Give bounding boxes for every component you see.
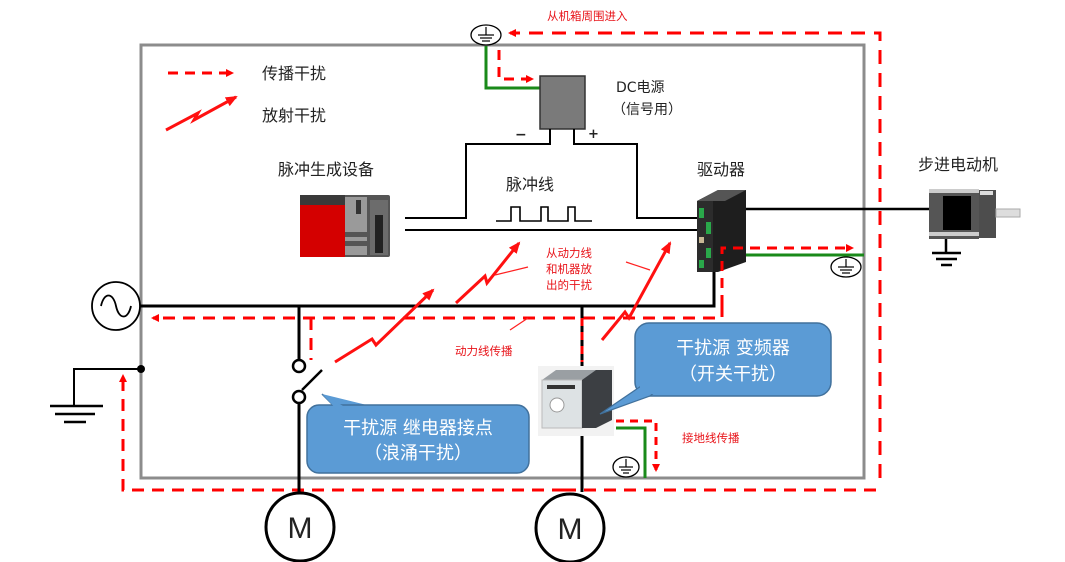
driver-ground-propagation bbox=[720, 244, 854, 305]
radiation-arrow-powerline bbox=[454, 241, 521, 305]
pulse-generator-device bbox=[300, 195, 390, 257]
chassis-frame bbox=[139, 43, 866, 480]
chassis-ground-top bbox=[470, 24, 502, 46]
power-line-propagation-leader bbox=[509, 317, 529, 331]
dc-ground-propagation bbox=[497, 50, 534, 83]
radiated-label-line3: 出的干扰 bbox=[546, 278, 592, 292]
radiated-label-line1: 从动力线 bbox=[546, 246, 592, 260]
ground-line-propagation-label: 接地线传播 bbox=[682, 431, 740, 445]
chassis-entry-label: 从机箱周围进入 bbox=[547, 9, 628, 23]
ac-source-icon bbox=[91, 281, 141, 331]
radiated-label-line2: 和机器放 bbox=[546, 262, 592, 276]
radiated-label-leader-right bbox=[625, 261, 651, 271]
callout-inverter: 干扰源 变频器 （开关干扰） bbox=[599, 322, 832, 415]
dc-minus-wire bbox=[405, 129, 551, 219]
pulse-waveform-icon bbox=[496, 206, 592, 222]
inverter-ground-propagation bbox=[616, 419, 660, 472]
power-bus-line bbox=[140, 272, 716, 308]
motor-icon bbox=[264, 491, 336, 562]
motor-right: M bbox=[534, 492, 606, 562]
inverter-ground bbox=[612, 456, 640, 478]
callout-relay-line1: 干扰源 继电器接点 bbox=[343, 418, 493, 439]
callout-inverter-line2: （开关干扰） bbox=[679, 364, 787, 385]
callout-relay: 干扰源 继电器接点 （浪涌干扰） bbox=[306, 393, 530, 474]
callout-inverter-line1: 干扰源 变频器 bbox=[676, 338, 790, 359]
dc-minus-label: − bbox=[515, 127, 527, 143]
power-line-propagation bbox=[151, 305, 724, 322]
driver-ground bbox=[830, 256, 862, 278]
legend: 传播干扰 放射干扰 bbox=[165, 64, 326, 132]
power-line-propagation-label: 动力线传播 bbox=[455, 344, 513, 358]
dc-power-label-line2: （信号用） bbox=[612, 102, 682, 118]
pulse-device-label: 脉冲生成设备 bbox=[278, 160, 374, 179]
dc-plus-label: + bbox=[588, 127, 599, 142]
driver-label: 驱动器 bbox=[697, 160, 745, 179]
chassis-bottom-propagation bbox=[119, 374, 564, 492]
callout-relay-line2: （浪涌干扰） bbox=[364, 443, 472, 464]
dc-plus-wire bbox=[573, 129, 700, 219]
motor-left-label: M bbox=[288, 512, 313, 545]
motor-icon bbox=[534, 492, 606, 562]
motor-left: M bbox=[264, 491, 336, 562]
radiation-arrow-inverter bbox=[600, 241, 672, 341]
legend-radiation-label: 放射干扰 bbox=[262, 106, 326, 125]
legend-propagation-label: 传播干扰 bbox=[262, 64, 326, 83]
inverter-device bbox=[538, 366, 614, 436]
dc-power-supply bbox=[539, 75, 586, 130]
relay-switch-icon bbox=[291, 358, 323, 405]
legend-radiation-arrow bbox=[165, 95, 238, 132]
pulse-line-label: 脉冲线 bbox=[506, 175, 554, 194]
radiation-arrow-relay bbox=[334, 288, 435, 364]
stepper-motor bbox=[929, 189, 1021, 267]
dc-power-label-line1: DC电源 bbox=[616, 80, 665, 96]
stepper-motor-label: 步进电动机 bbox=[918, 155, 998, 174]
driver-device bbox=[697, 190, 746, 272]
earth-ground-icon bbox=[50, 404, 103, 424]
motor-right-label: M bbox=[558, 513, 583, 546]
dc-ground-wire bbox=[484, 46, 540, 90]
inverter-ground-wire bbox=[616, 426, 647, 478]
chassis-entry-propagation-path bbox=[508, 29, 882, 478]
chassis-ground-wire bbox=[73, 368, 141, 405]
radiated-label-leader-left bbox=[494, 266, 529, 276]
